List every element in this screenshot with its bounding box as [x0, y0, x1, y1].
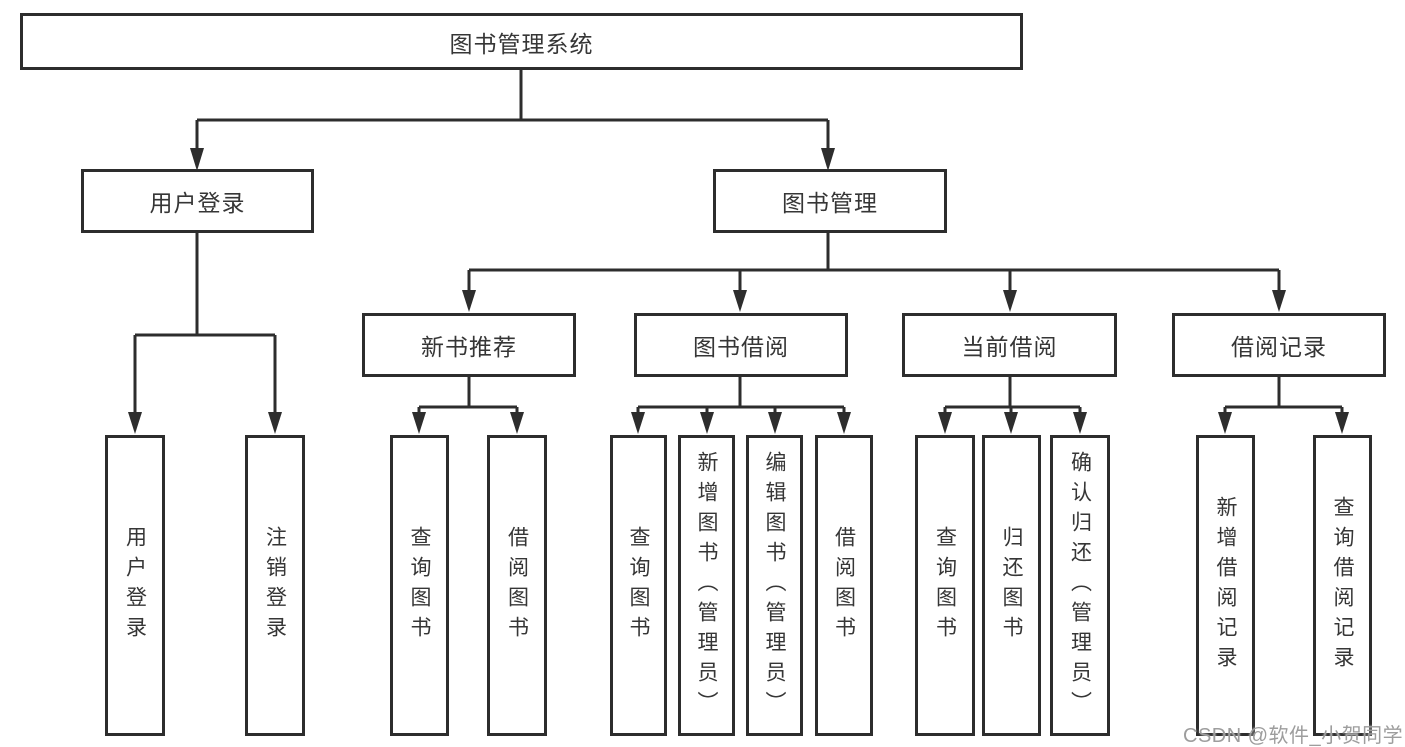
node-label: 查询图书 — [933, 525, 957, 646]
node-borrow-records: 借阅记录 — [1172, 313, 1386, 377]
arrow-head — [938, 412, 952, 434]
leaf-logout: 注销登录 — [245, 435, 305, 736]
leaf-borrow-borrow-books: 借阅图书 — [815, 435, 873, 736]
connector-book-management — [467, 233, 1281, 292]
arrow-head — [1004, 412, 1018, 434]
node-label: 查询图书 — [627, 525, 650, 646]
node-label: 用户登录 — [123, 525, 147, 646]
csdn-watermark: CSDN @软件_小贺同学 — [1183, 725, 1404, 747]
node-user-login: 用户登录 — [81, 169, 314, 233]
arrow-head — [1073, 412, 1087, 434]
arrow-head — [412, 412, 426, 434]
arrow-head — [510, 412, 524, 434]
node-label: 用户登录 — [149, 190, 246, 216]
connector-user-login — [133, 233, 277, 414]
connector-current-borrow — [943, 377, 1082, 414]
connector-root — [195, 70, 830, 150]
node-new-book-recommend: 新书推荐 — [362, 313, 576, 377]
arrow-head — [128, 412, 142, 434]
leaf-user-login: 用户登录 — [105, 435, 165, 736]
arrow-head — [1335, 412, 1349, 434]
arrow-head — [631, 412, 645, 434]
leaf-current-return-books: 归还图书 — [982, 435, 1041, 736]
node-label: 新增图书（管理员） — [695, 450, 718, 721]
node-label: 借阅图书 — [832, 525, 856, 646]
node-label: 图书管理 — [782, 190, 878, 216]
arrow-head — [190, 148, 204, 171]
node-label: 新增借阅记录 — [1214, 495, 1237, 676]
arrow-head — [462, 290, 476, 312]
arrow-head — [700, 412, 714, 434]
leaf-current-confirm-return-admin: 确认归还（管理员） — [1050, 435, 1110, 736]
leaf-borrow-add-books-admin: 新增图书（管理员） — [678, 435, 735, 736]
node-label: 借阅记录 — [1231, 334, 1327, 360]
leaf-current-query-books: 查询图书 — [915, 435, 975, 736]
node-book-borrow: 图书借阅 — [634, 313, 848, 377]
leaf-newbook-query-books: 查询图书 — [390, 435, 449, 736]
node-current-borrow: 当前借阅 — [902, 313, 1117, 377]
node-label: 编辑图书（管理员） — [763, 450, 786, 721]
node-label: 注销登录 — [263, 525, 287, 646]
arrow-head — [268, 412, 282, 434]
leaf-newbook-borrow-books: 借阅图书 — [487, 435, 547, 736]
node-label: 确认归还（管理员） — [1068, 450, 1092, 721]
arrow-head — [1003, 290, 1017, 312]
arrow-head — [1272, 290, 1286, 312]
leaf-borrow-query-books: 查询图书 — [610, 435, 667, 736]
node-library-management-system: 图书管理系统 — [20, 13, 1023, 70]
arrow-head — [837, 412, 851, 434]
connector-book-borrow — [636, 377, 846, 414]
connector-borrow-records — [1223, 377, 1344, 414]
connector-new-book — [417, 377, 519, 414]
node-label: 图书借阅 — [693, 334, 789, 360]
leaf-records-query-record: 查询借阅记录 — [1313, 435, 1372, 736]
node-label: 图书管理系统 — [449, 30, 594, 57]
node-label: 借阅图书 — [505, 525, 529, 646]
node-label: 当前借阅 — [961, 334, 1058, 360]
node-book-management: 图书管理 — [713, 169, 947, 233]
leaf-records-add-record: 新增借阅记录 — [1196, 435, 1255, 736]
node-label: 查询图书 — [408, 525, 431, 646]
node-label: 归还图书 — [1000, 525, 1023, 646]
node-label: 新书推荐 — [421, 334, 517, 360]
arrow-head — [768, 412, 782, 434]
node-label: 查询借阅记录 — [1331, 495, 1354, 676]
leaf-borrow-edit-books-admin: 编辑图书（管理员） — [746, 435, 803, 736]
arrow-head — [1218, 412, 1232, 434]
arrow-head — [821, 148, 835, 171]
arrow-head — [733, 290, 747, 312]
